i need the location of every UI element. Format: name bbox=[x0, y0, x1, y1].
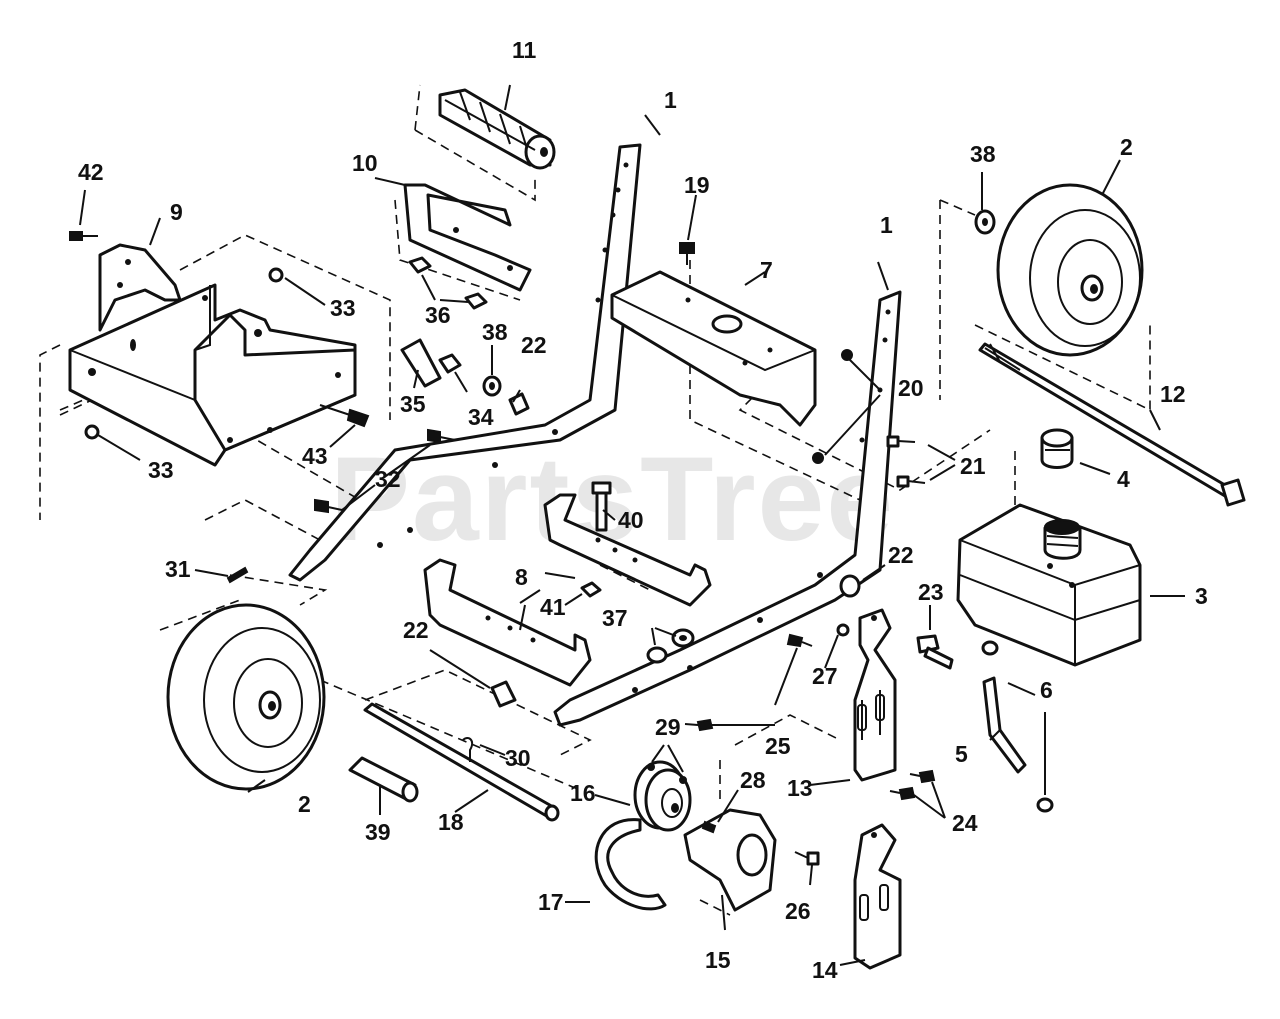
callout-9: 9 bbox=[170, 199, 183, 225]
callout-37: 37 bbox=[602, 605, 628, 631]
handle-tube-left bbox=[288, 143, 642, 582]
callout-38-right: 38 bbox=[970, 141, 996, 167]
belt-17 bbox=[594, 818, 667, 911]
callout-41: 41 bbox=[540, 594, 566, 620]
callout-28: 28 bbox=[740, 767, 766, 793]
callout-33-upper: 33 bbox=[330, 295, 356, 321]
callout-23: 23 bbox=[918, 579, 944, 605]
callout-42: 42 bbox=[78, 159, 104, 185]
cross-bracket bbox=[610, 270, 817, 427]
lower-bracket-upper bbox=[543, 493, 712, 607]
callout-24: 24 bbox=[952, 810, 978, 836]
callout-26: 26 bbox=[785, 898, 811, 924]
callout-1-left: 1 bbox=[664, 87, 677, 113]
wheel-left bbox=[166, 603, 326, 791]
bolt-40 bbox=[591, 481, 612, 532]
callout-labels: 1 1 2 2 3 4 5 6 7 8 8 9 10 11 12 13 14 1… bbox=[78, 37, 1208, 983]
spacer-39 bbox=[348, 756, 419, 803]
callout-2-right: 2 bbox=[1120, 134, 1133, 160]
callout-11: 11 bbox=[512, 37, 537, 63]
hardware-20-21 bbox=[812, 349, 926, 488]
callout-30: 30 bbox=[505, 745, 531, 771]
callout-3: 3 bbox=[1195, 583, 1208, 609]
callout-2-left: 2 bbox=[298, 791, 311, 817]
fuel-cap-4 bbox=[1040, 428, 1074, 469]
callout-16: 16 bbox=[570, 780, 596, 806]
callout-38-upper: 38 bbox=[482, 319, 508, 345]
callout-7: 7 bbox=[760, 257, 773, 283]
callout-15: 15 bbox=[705, 947, 731, 973]
spacer-22-lower bbox=[490, 680, 517, 708]
slotted-bracket-14 bbox=[853, 823, 902, 970]
callout-36: 36 bbox=[425, 302, 451, 328]
frame-plate bbox=[68, 283, 357, 467]
callout-10: 10 bbox=[352, 150, 378, 176]
callout-5: 5 bbox=[955, 741, 968, 767]
callout-4: 4 bbox=[1117, 466, 1130, 492]
callout-25: 25 bbox=[765, 733, 791, 759]
callout-34: 34 bbox=[468, 404, 494, 430]
belt-guard-15 bbox=[683, 808, 777, 912]
callout-32-upper: 32 bbox=[375, 466, 401, 492]
fuel-line-5 bbox=[982, 676, 1027, 774]
leader-lines bbox=[79, 84, 1185, 966]
callout-6: 6 bbox=[1040, 677, 1053, 703]
washer-38-right bbox=[974, 209, 996, 235]
callout-40: 40 bbox=[618, 507, 644, 533]
callout-29: 29 bbox=[655, 714, 681, 740]
callout-17: 17 bbox=[538, 889, 564, 915]
line-clamps-6 bbox=[981, 640, 1054, 813]
callout-22-right: 22 bbox=[888, 542, 914, 568]
spacer-22-right bbox=[839, 574, 861, 598]
washers-37 bbox=[646, 628, 695, 664]
callout-33-lower: 33 bbox=[148, 457, 174, 483]
clip-pin-30 bbox=[462, 737, 474, 762]
bolt-19 bbox=[679, 242, 695, 265]
hardware-23-25-27 bbox=[684, 623, 954, 732]
callout-43: 43 bbox=[302, 443, 328, 469]
handle-grip bbox=[438, 88, 556, 170]
callout-20: 20 bbox=[898, 375, 924, 401]
fuel-tank-3 bbox=[956, 503, 1142, 667]
callout-21: 21 bbox=[960, 453, 986, 479]
wheel-right bbox=[996, 183, 1144, 357]
set-screws-28-29 bbox=[647, 763, 717, 834]
callout-18: 18 bbox=[438, 809, 464, 835]
bolt-26 bbox=[794, 851, 820, 866]
nut-41 bbox=[580, 581, 602, 598]
callout-13: 13 bbox=[787, 775, 813, 801]
callout-22-upper: 22 bbox=[521, 332, 547, 358]
slotted-bracket-13 bbox=[853, 608, 897, 782]
callout-22-lower: 22 bbox=[403, 617, 429, 643]
callout-12: 12 bbox=[1160, 381, 1186, 407]
axle-bolt-12 bbox=[978, 342, 1246, 507]
callout-27: 27 bbox=[812, 663, 838, 689]
handle-u-bracket bbox=[403, 183, 532, 292]
callout-1-right: 1 bbox=[880, 212, 893, 238]
lower-bracket-lower bbox=[423, 558, 592, 687]
bolts-24 bbox=[889, 769, 936, 801]
callout-8-right: 8 bbox=[515, 564, 528, 590]
callout-35: 35 bbox=[400, 391, 426, 417]
pin-31 bbox=[226, 566, 249, 584]
callout-14: 14 bbox=[812, 957, 838, 983]
pivot-bracket bbox=[98, 243, 182, 332]
callout-19: 19 bbox=[684, 172, 710, 198]
pulley-16 bbox=[633, 760, 692, 832]
axle-18 bbox=[363, 702, 560, 822]
callout-31: 31 bbox=[165, 556, 191, 582]
callout-39: 39 bbox=[365, 819, 391, 845]
